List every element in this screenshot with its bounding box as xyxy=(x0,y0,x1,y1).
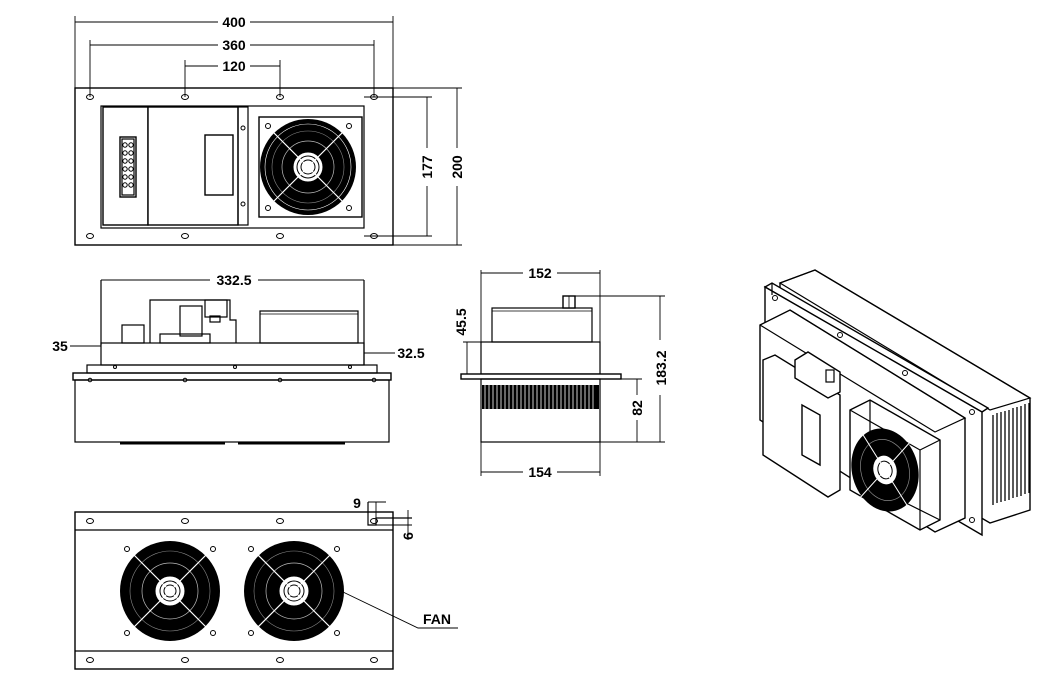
isometric-view xyxy=(759,269,1032,537)
dim-400: 400 xyxy=(74,14,394,88)
dim-82-label: 82 xyxy=(629,400,645,416)
dim-360-label: 360 xyxy=(222,37,246,53)
dim-154-label: 154 xyxy=(528,464,552,480)
dim-120: 120 xyxy=(184,58,281,97)
dim-35-label: 35 xyxy=(52,338,68,354)
dim-152: 152 xyxy=(480,265,601,342)
fan-callout: FAN xyxy=(342,591,458,629)
dim-120-label: 120 xyxy=(222,58,246,74)
tab-detail: 9 6 xyxy=(353,495,416,540)
dim-183-2: 183.2 xyxy=(575,295,669,443)
end-view-body xyxy=(480,341,601,375)
iso-fins xyxy=(992,403,1030,505)
side-view-lower-body xyxy=(74,379,390,443)
bottom-fan-left xyxy=(120,541,220,641)
bottom-fan-right xyxy=(244,541,344,641)
end-view-flange xyxy=(460,373,622,380)
top-view-fan xyxy=(260,119,356,215)
dim-177: 177 xyxy=(364,96,435,237)
dim-183-2-label: 183.2 xyxy=(653,350,669,385)
dim-200-label: 200 xyxy=(449,155,465,179)
dim-332-5-label: 332.5 xyxy=(216,272,251,288)
side-view: 332.5 35 32.5 xyxy=(52,272,425,445)
end-view-heatsink xyxy=(480,378,601,443)
dim-152-label: 152 xyxy=(528,265,552,281)
bottom-view: FAN 9 6 xyxy=(74,495,458,670)
dim-82: 82 xyxy=(621,378,645,442)
end-view-fins xyxy=(482,385,599,409)
dim-32-5: 32.5 xyxy=(364,345,425,361)
dim-200: 200 xyxy=(393,87,465,246)
top-view-body xyxy=(100,105,365,229)
dim-360: 360 xyxy=(89,37,375,97)
top-view: 400 360 120 177 200 xyxy=(74,14,465,246)
end-view-fan xyxy=(491,307,593,343)
end-view-fin-lines xyxy=(484,385,594,409)
terminal-block xyxy=(119,136,137,198)
iso-flange-holes xyxy=(772,295,975,523)
dim-45-5-label: 45.5 xyxy=(453,308,469,335)
dim-9-label: 9 xyxy=(353,495,361,511)
dim-332-5: 332.5 xyxy=(101,272,364,288)
iso-display xyxy=(801,403,821,467)
end-view: 152 45.5 183.2 82 154 xyxy=(453,265,669,480)
top-view-display xyxy=(204,134,234,196)
dim-154: 154 xyxy=(480,442,601,480)
iso-bracket xyxy=(794,351,841,399)
dim-32-5-label: 32.5 xyxy=(397,345,424,361)
dim-35: 35 xyxy=(52,338,101,354)
side-view-flange xyxy=(72,372,392,381)
dim-45-5: 45.5 xyxy=(453,308,481,374)
dim-400-label: 400 xyxy=(222,14,246,30)
dim-6-label: 6 xyxy=(400,532,416,540)
iso-fan xyxy=(851,428,919,512)
dim-177-label: 177 xyxy=(419,155,435,179)
fan-label: FAN xyxy=(423,611,451,627)
